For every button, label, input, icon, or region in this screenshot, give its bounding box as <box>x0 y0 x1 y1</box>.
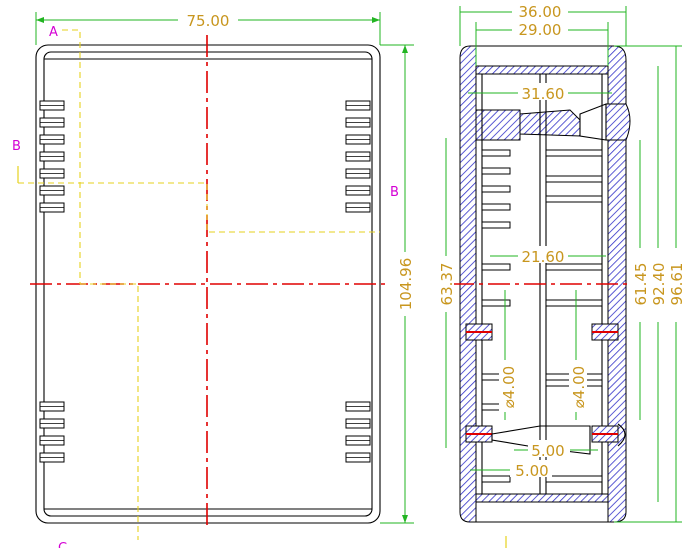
screw-boss-upper <box>519 109 581 137</box>
front-view: 75.00 104.96 A B B C <box>12 10 415 548</box>
rib <box>481 203 511 211</box>
vent-slots-left-bottom <box>39 401 65 463</box>
section-label-b-right: B <box>390 185 399 200</box>
section-top-wall <box>475 65 609 75</box>
width-dim-text: 75.00 <box>187 12 230 30</box>
rib <box>481 299 511 307</box>
rib <box>481 149 511 157</box>
screw-boss-right <box>605 103 631 141</box>
height-arrow-top <box>402 45 408 53</box>
rib <box>545 299 603 307</box>
inner-height-text: 61.45 <box>632 263 650 306</box>
rib-ladder-left <box>481 149 511 483</box>
rib <box>481 167 511 175</box>
rib-spacing-text: 21.60 <box>522 248 565 266</box>
height-dim-text: 104.96 <box>397 258 415 311</box>
clip-right-low <box>617 423 626 447</box>
screw-boss-left <box>475 109 521 141</box>
section-line-b <box>18 182 380 233</box>
rib <box>481 185 511 193</box>
section-bottom-wall <box>475 493 609 503</box>
outer-height-text: 96.61 <box>668 263 686 306</box>
rib <box>481 475 511 483</box>
width-arrow-right <box>372 17 380 23</box>
lower-wedge <box>491 425 591 455</box>
rib <box>545 175 603 183</box>
section-label-b-left: B <box>12 139 21 154</box>
screw-boss-cap <box>579 103 607 141</box>
post-dia-left-text: ⌀4.00 <box>500 366 518 408</box>
rib <box>545 475 603 483</box>
rib <box>481 263 511 271</box>
step-upper-text: 5.00 <box>531 442 564 460</box>
rib <box>481 221 511 229</box>
height-arrow-bottom <box>402 515 408 523</box>
section-label-c: C <box>58 541 67 548</box>
mid-height-text: 92.40 <box>650 263 668 306</box>
vent-slots-right-top <box>345 100 371 213</box>
vent-slots-right-bottom <box>345 401 371 463</box>
section-view: 36.00 29.00 31.60 21.60 63.37 61.45 92.4… <box>436 2 688 548</box>
boss-width-text: 31.60 <box>522 85 565 103</box>
section-line-a <box>62 29 81 284</box>
section-label-a: A <box>49 25 58 40</box>
post-dia-right-text: ⌀4.00 <box>570 366 588 408</box>
rib <box>545 149 603 157</box>
step-lower-text: 5.00 <box>515 462 548 480</box>
rib <box>545 195 603 203</box>
outer-width-text: 36.00 <box>519 3 562 21</box>
section-line-c <box>80 283 139 540</box>
inner-width-text: 29.00 <box>519 21 562 39</box>
width-arrow-left <box>36 17 44 23</box>
rib-height-text: 63.37 <box>438 263 456 306</box>
rib <box>545 263 603 271</box>
vent-slots-left-top <box>39 100 65 213</box>
